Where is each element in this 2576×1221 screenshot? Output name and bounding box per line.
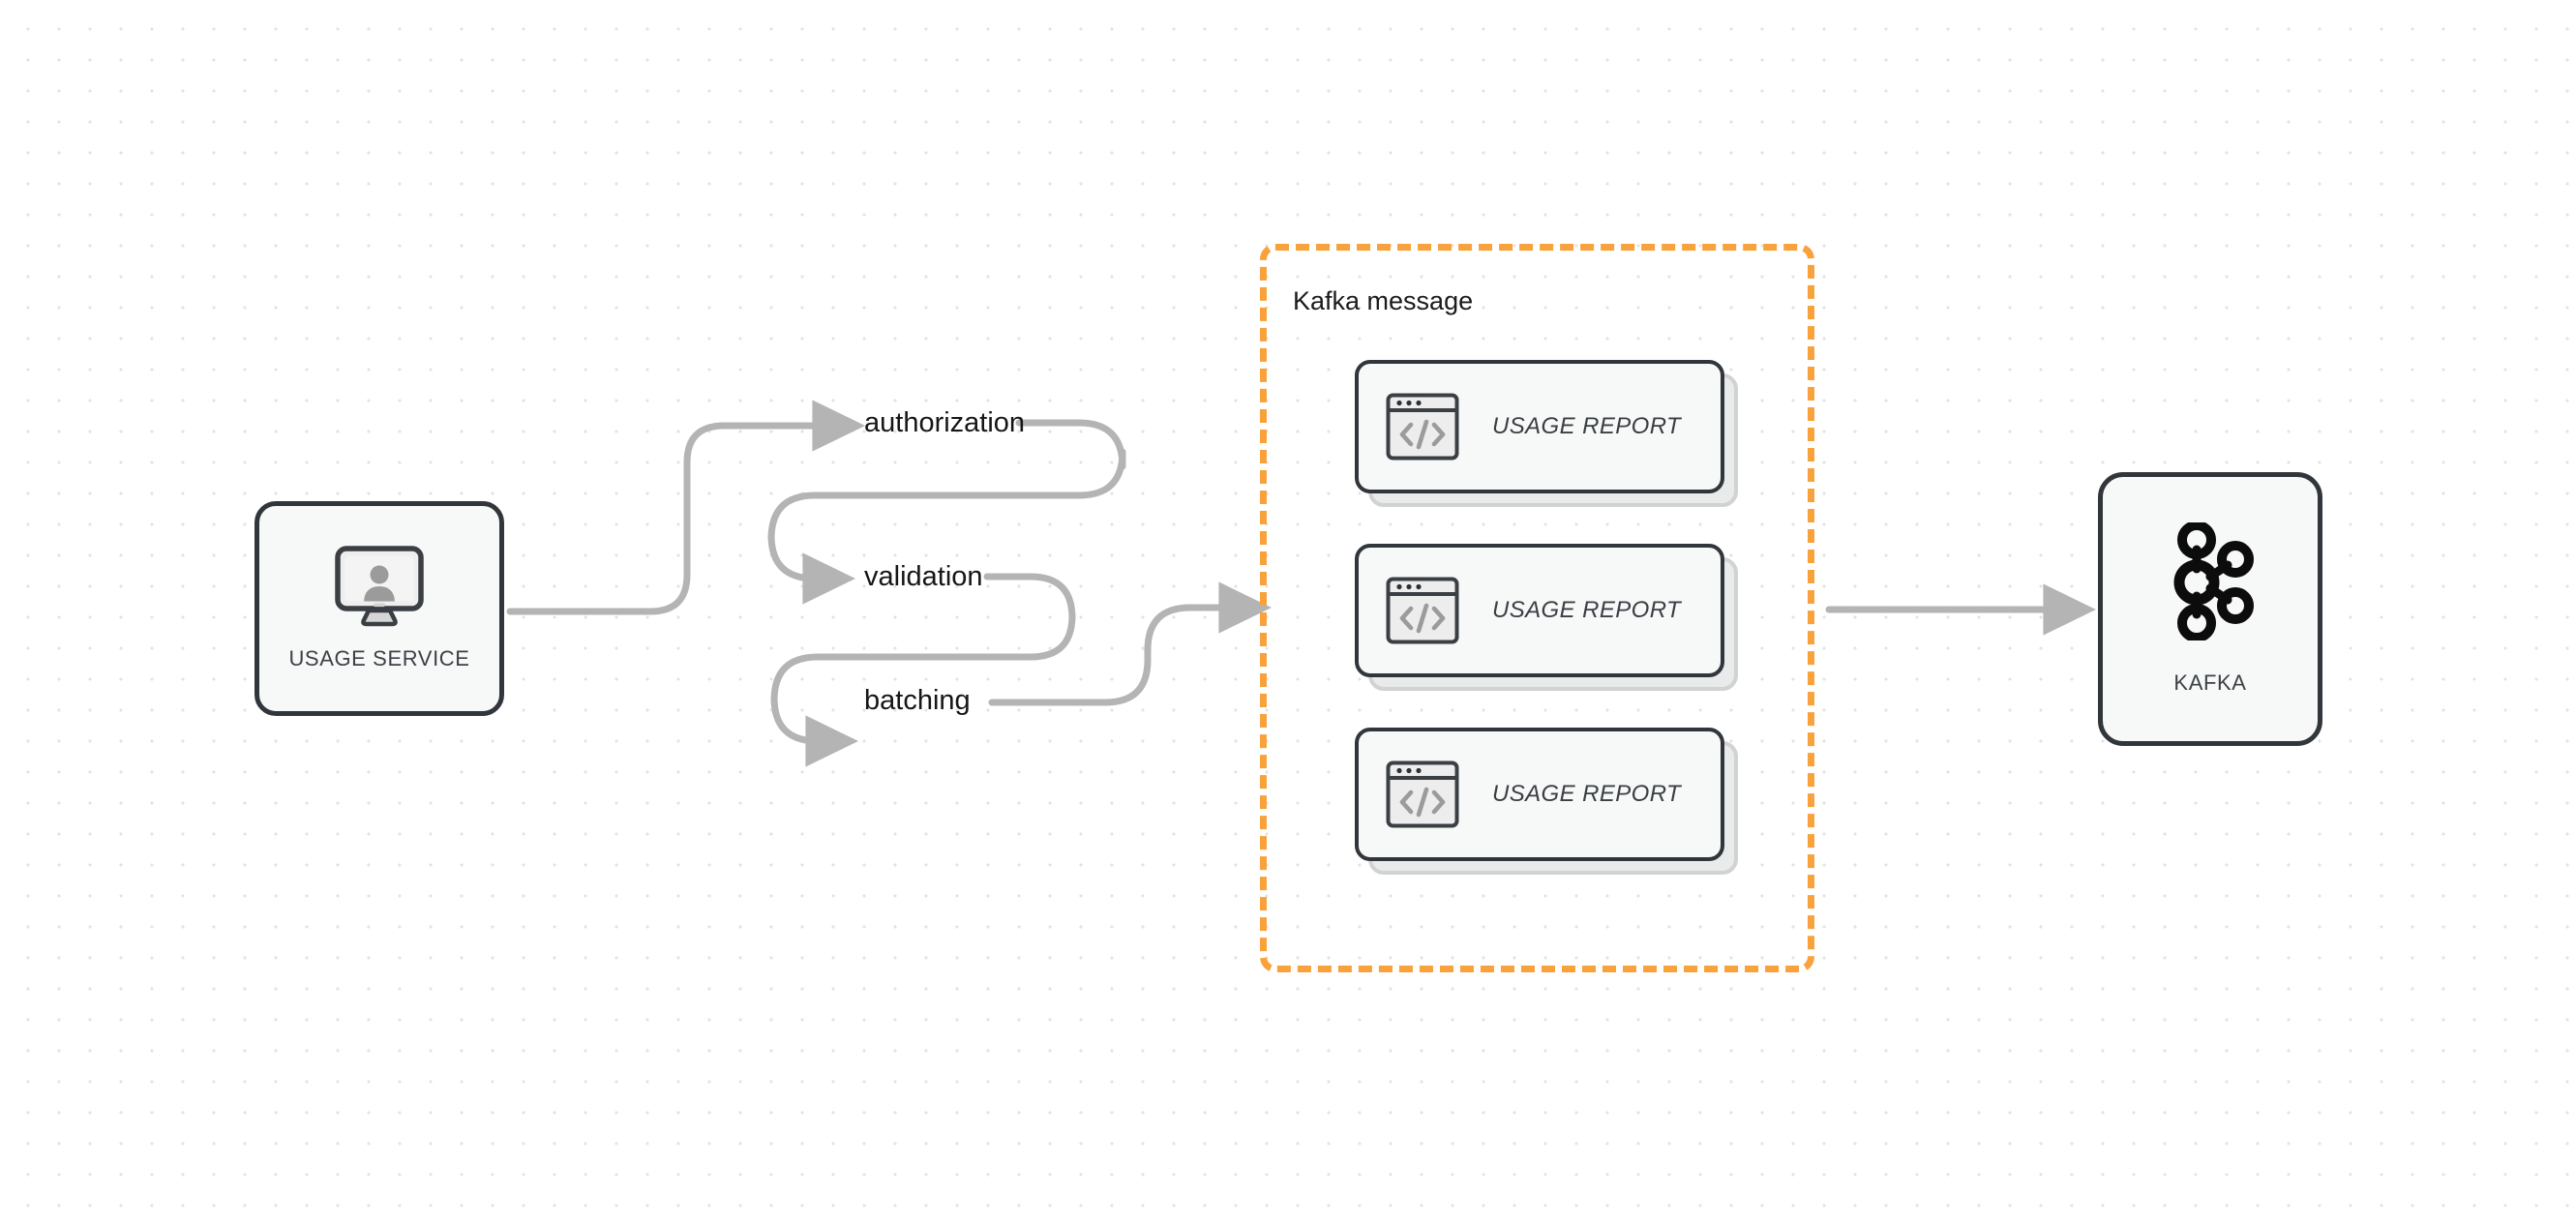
card-usage-report[interactable]: USAGE REPORT: [1355, 360, 1738, 507]
code-window-icon: [1386, 577, 1459, 644]
node-label-usage-service: USAGE SERVICE: [288, 646, 470, 670]
pipeline-step-validation[interactable]: validation: [864, 561, 983, 592]
connector-batching-to-kafka-message: [988, 581, 1272, 706]
pipeline-step-authorization[interactable]: authorization: [864, 407, 1026, 438]
card-usage-report[interactable]: USAGE REPORT: [1355, 728, 1738, 875]
connector-source-to-authorization: [506, 400, 865, 615]
group-kafka-message[interactable]: [1260, 244, 1814, 972]
card-usage-report[interactable]: USAGE REPORT: [1355, 544, 1738, 691]
node-label-kafka: KAFKA: [2173, 670, 2247, 695]
card-label-usage-report: USAGE REPORT: [1492, 781, 1682, 807]
group-title-kafka-message: Kafka message: [1293, 286, 1474, 315]
connector-authorization-to-validation: [767, 419, 1126, 605]
card-label-usage-report: USAGE REPORT: [1492, 597, 1682, 623]
node-kafka[interactable]: KAFKA: [2098, 472, 2322, 746]
kafka-logo-icon: [2164, 521, 2257, 645]
node-usage-service[interactable]: USAGE SERVICE: [255, 501, 504, 716]
code-window-icon: [1386, 393, 1459, 461]
card-label-usage-report: USAGE REPORT: [1492, 413, 1682, 439]
pipeline-step-batching[interactable]: batching: [864, 685, 971, 716]
monitor-user-icon: [335, 546, 424, 627]
code-window-icon: [1386, 760, 1459, 828]
